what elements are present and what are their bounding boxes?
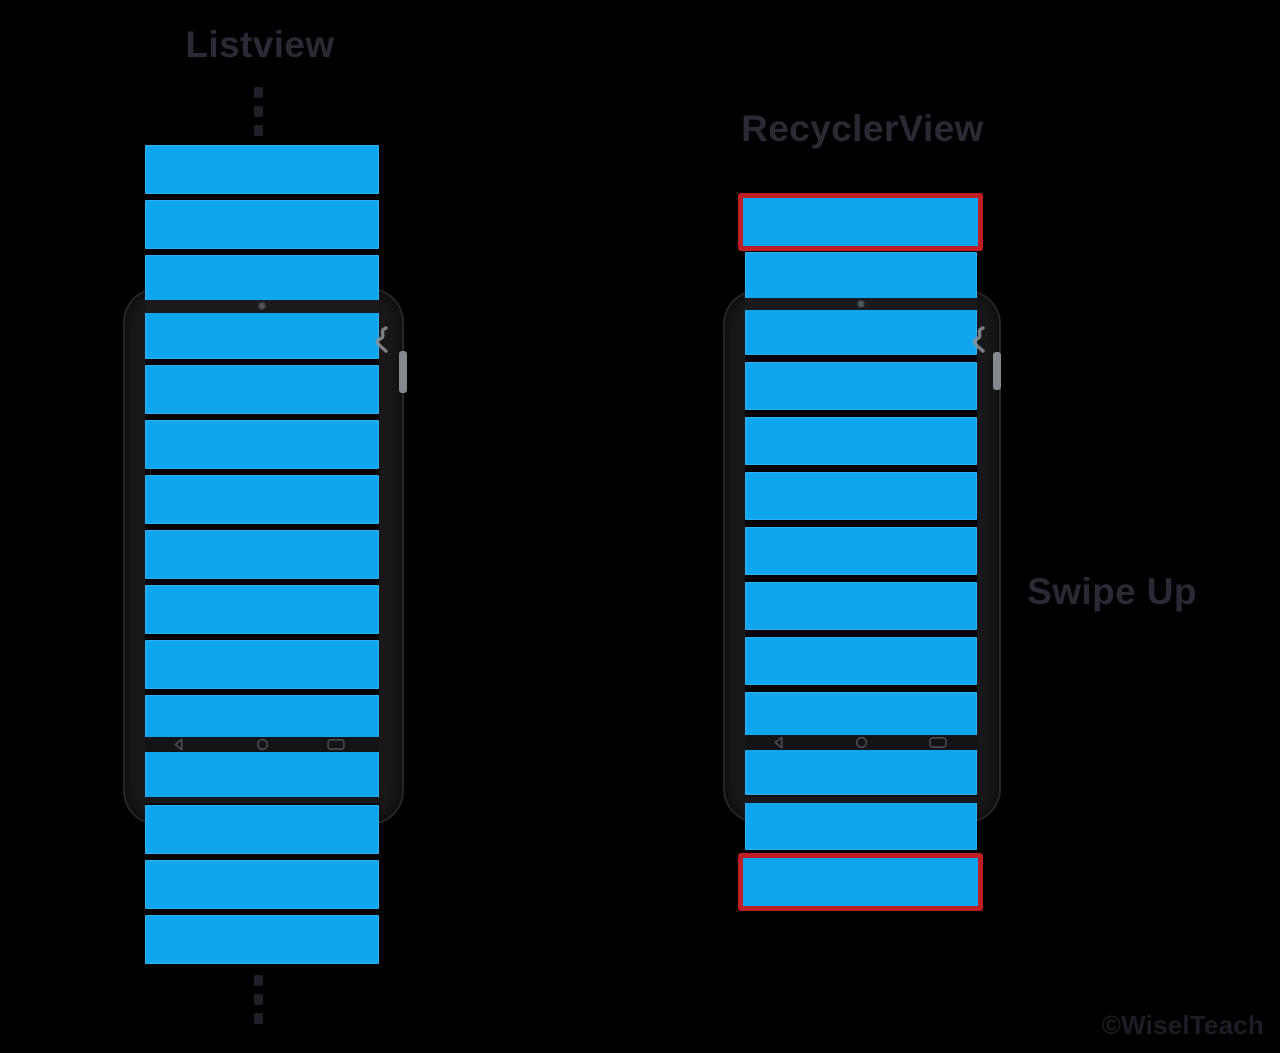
camera-dot-icon xyxy=(857,300,865,308)
list-item-bar xyxy=(145,695,379,744)
recyclerview-title: RecyclerView xyxy=(741,108,984,149)
listview-title: Listview xyxy=(185,24,335,65)
right-nav-bar xyxy=(745,735,977,750)
list-item-bar xyxy=(145,915,379,964)
list-item-bar xyxy=(145,805,379,854)
nav-home-icon xyxy=(855,736,868,749)
list-item-bar xyxy=(145,475,379,524)
s-curve-glyph xyxy=(971,326,986,353)
list-item-bar xyxy=(145,530,379,579)
watermark: ©WiselTeach xyxy=(1101,1010,1264,1040)
list-item-bar xyxy=(145,200,379,249)
recycled-item-bar xyxy=(738,193,983,251)
s-curve-glyph xyxy=(374,326,389,353)
right-screen-bottom-edge xyxy=(745,796,977,803)
list-item-bar xyxy=(145,310,379,359)
nav-home-icon xyxy=(256,738,269,751)
list-item-bar xyxy=(145,640,379,689)
list-item-bar xyxy=(145,585,379,634)
ellipsis-dot xyxy=(254,975,263,986)
list-item-bar xyxy=(145,860,379,909)
ellipsis-dot xyxy=(254,106,263,117)
list-item-bar xyxy=(145,750,379,799)
list-item-bar xyxy=(145,145,379,194)
camera-dot-icon xyxy=(258,302,266,310)
list-item-bar xyxy=(745,362,977,410)
list-item-bar xyxy=(745,252,977,300)
list-item-bar xyxy=(745,417,977,465)
list-item-bar xyxy=(745,802,977,850)
list-item-bar xyxy=(145,255,379,304)
list-item-bar xyxy=(745,582,977,630)
list-item-bar xyxy=(745,307,977,355)
ellipsis-dot xyxy=(254,87,263,98)
swipe-up-label: Swipe Up xyxy=(1027,571,1197,612)
side-button xyxy=(993,352,1001,390)
left-nav-bar xyxy=(145,737,379,752)
ellipsis-dot xyxy=(254,125,263,136)
list-item-bar xyxy=(145,420,379,469)
recycled-item-bar xyxy=(738,853,983,911)
list-item-bar xyxy=(745,637,977,685)
list-item-bar xyxy=(745,692,977,740)
ellipsis-dot xyxy=(254,994,263,1005)
nav-back-icon xyxy=(772,736,785,749)
side-button xyxy=(399,351,407,393)
list-item-bar xyxy=(745,527,977,575)
nav-recents-icon xyxy=(928,736,948,749)
nav-back-icon xyxy=(172,738,185,751)
left-screen-bottom-edge xyxy=(145,797,379,803)
list-item-bar xyxy=(145,365,379,414)
ellipsis-dot xyxy=(254,1013,263,1024)
list-item-bar xyxy=(745,747,977,795)
list-item-bar xyxy=(745,472,977,520)
nav-recents-icon xyxy=(326,738,346,751)
